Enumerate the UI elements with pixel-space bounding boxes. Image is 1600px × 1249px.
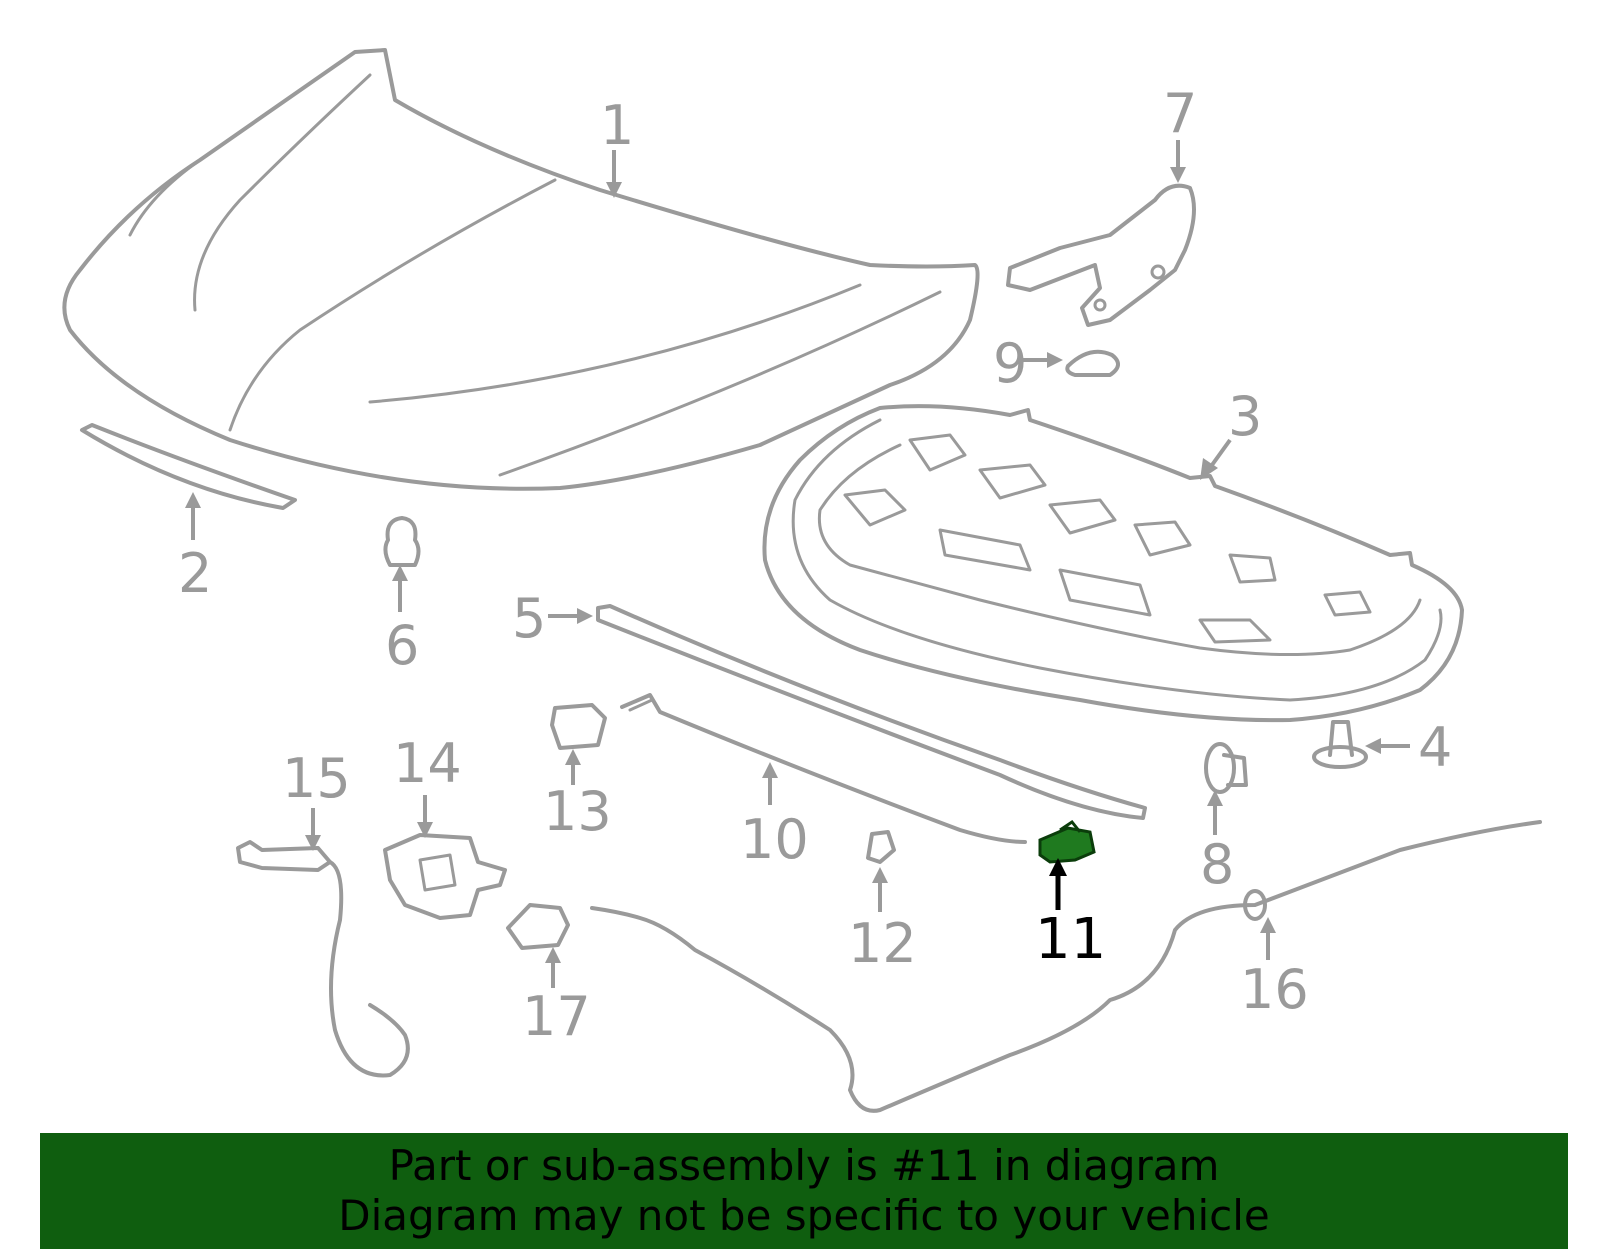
callout-10[interactable]: 10 [740, 808, 809, 871]
part-release-cable-15 [236, 840, 410, 1078]
leader-13 [565, 749, 581, 785]
callout-9[interactable]: 9 [993, 332, 1027, 395]
part-clip-12 [866, 830, 896, 864]
part-latch-14 [383, 833, 507, 920]
leader-11 [1049, 858, 1067, 910]
leader-15 [305, 808, 321, 851]
leader-5 [548, 608, 593, 624]
part-holder-13 [550, 703, 607, 750]
callout-17[interactable]: 17 [522, 985, 591, 1048]
part-grommet-8 [1204, 742, 1248, 794]
part-seal-5 [596, 604, 1147, 820]
part-support-rod-10 [620, 693, 1027, 844]
callout-8[interactable]: 8 [1200, 833, 1234, 896]
leader-10 [762, 762, 778, 805]
callout-15[interactable]: 15 [282, 747, 351, 810]
callout-11[interactable]: 11 [1035, 907, 1106, 972]
callout-16[interactable]: 16 [1240, 958, 1309, 1021]
info-banner: Part or sub-assembly is #11 in diagram D… [40, 1133, 1568, 1249]
part-hinge-7 [1006, 183, 1196, 327]
callout-1[interactable]: 1 [600, 94, 634, 157]
leader-9 [1022, 352, 1063, 368]
leader-8 [1207, 790, 1223, 835]
part-bumper-6 [383, 516, 421, 567]
part-hood-front-strip [80, 423, 297, 510]
part-11-highlight [1038, 826, 1096, 864]
callout-14[interactable]: 14 [393, 732, 462, 795]
leader-7 [1170, 140, 1186, 183]
callout-12[interactable]: 12 [848, 912, 917, 975]
part-cap-9 [1065, 349, 1120, 377]
leader-4 [1365, 738, 1410, 754]
callout-5[interactable]: 5 [512, 587, 546, 650]
callout-7[interactable]: 7 [1163, 82, 1197, 145]
leader-16 [1260, 917, 1276, 960]
leader-14 [417, 795, 433, 838]
part-hood [62, 48, 980, 491]
callout-2[interactable]: 2 [178, 542, 212, 605]
leader-1 [606, 150, 622, 198]
callout-3[interactable]: 3 [1228, 385, 1262, 448]
callout-4[interactable]: 4 [1418, 716, 1452, 779]
leader-17 [545, 947, 561, 988]
leader-2 [185, 492, 201, 540]
leader-6 [392, 565, 408, 612]
callout-6[interactable]: 6 [385, 614, 419, 677]
part-clip-4 [1312, 720, 1368, 769]
callout-13[interactable]: 13 [543, 780, 612, 843]
leader-3 [1200, 438, 1232, 480]
leader-12 [872, 867, 888, 912]
part-hood-insulator [762, 404, 1464, 723]
part-stopper-17 [506, 903, 570, 950]
banner-line-2: Diagram may not be specific to your vehi… [338, 1191, 1270, 1240]
banner-line-1: Part or sub-assembly is #11 in diagram [388, 1141, 1220, 1190]
part-rod-holder-11 [1038, 819, 1096, 864]
part-cable-16 [590, 820, 1542, 1113]
